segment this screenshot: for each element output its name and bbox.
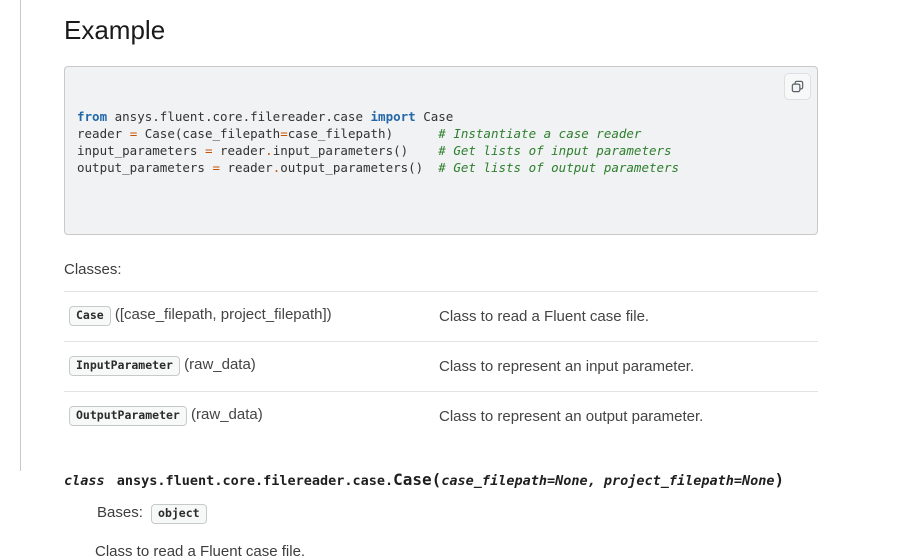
classes-section-label: Classes:: [64, 261, 122, 279]
table-row-case: Case ([case_filepath, project_filepath])…: [64, 291, 818, 341]
class-parameters: case_filepath=None, project_filepath=Non…: [441, 473, 775, 489]
class-args: ([case_filepath, project_filepath]): [110, 306, 332, 324]
class-module-path: ansys.fluent.core.filereader.case.: [116, 473, 394, 489]
code-example-block: from ansys.fluent.core.filereader.case i…: [64, 66, 818, 236]
copy-icon: [790, 79, 805, 94]
table-row-inputparameter: InputParameter (raw_data) Class to repre…: [64, 341, 818, 391]
sidebar-divider: [20, 0, 21, 471]
class-link-inputparameter[interactable]: InputParameter: [69, 356, 180, 377]
main-content: Example from ansys.fluent.core.filereade…: [64, 0, 818, 560]
code-line: reader = Case(case_filepath=case_filepat…: [77, 126, 642, 142]
class-definition-signature: class ansys.fluent.core.filereader.case.…: [64, 470, 818, 489]
table-row-outputparameter: OutputParameter (raw_data) Class to repr…: [64, 391, 818, 441]
bases-label: Bases:: [97, 504, 148, 521]
code-line: output_parameters = reader.output_parame…: [77, 160, 680, 176]
class-signature-cell: OutputParameter (raw_data): [69, 406, 439, 426]
code-line: from ansys.fluent.core.filereader.case i…: [77, 109, 454, 125]
page-title: Example: [64, 15, 166, 45]
bases-object-link[interactable]: object: [151, 504, 207, 524]
bases-line: Bases: object: [97, 504, 818, 524]
class-args: (raw_data): [186, 406, 263, 424]
classes-summary-table: Case ([case_filepath, project_filepath])…: [64, 291, 818, 441]
class-name: Case: [393, 470, 432, 489]
class-signature-cell: InputParameter (raw_data): [69, 356, 439, 377]
class-signature-cell: Case ([case_filepath, project_filepath]): [69, 306, 439, 327]
class-args: (raw_data): [179, 356, 256, 374]
copy-button[interactable]: [784, 73, 811, 101]
class-description-cell: Class to represent an input parameter.: [439, 357, 695, 375]
documentation-page: Example from ansys.fluent.core.filereade…: [20, 0, 818, 560]
class-description-cell: Class to read a Fluent case file.: [439, 307, 650, 325]
paren-close: ): [774, 470, 785, 489]
class-link-case[interactable]: Case: [69, 306, 111, 327]
class-description: Class to read a Fluent case file.: [95, 542, 306, 560]
class-link-outputparameter[interactable]: OutputParameter: [69, 406, 187, 426]
code-line: input_parameters = reader.input_paramete…: [77, 143, 672, 159]
paren-open: (: [431, 470, 442, 489]
class-description-cell: Class to represent an output parameter.: [439, 407, 704, 425]
code-lines: from ansys.fluent.core.filereader.case i…: [77, 108, 805, 176]
class-keyword: class: [64, 473, 113, 489]
